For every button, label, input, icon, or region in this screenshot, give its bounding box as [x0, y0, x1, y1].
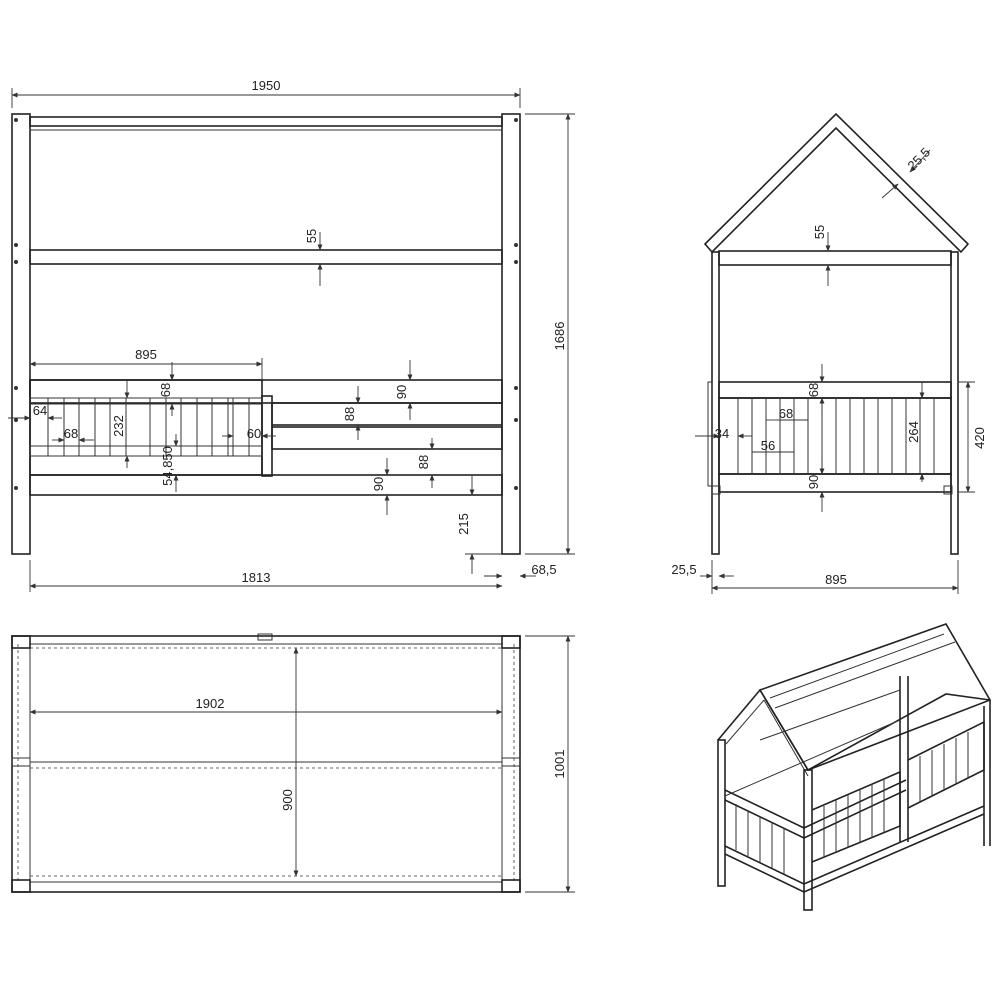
- dim-rail-height-b: 88: [342, 407, 357, 421]
- guard-slats: [47, 397, 250, 457]
- dim-guard-height: 420: [972, 427, 987, 449]
- dim-slat-spacing: 68: [779, 406, 793, 421]
- dim-inner-length: 1813: [242, 570, 271, 585]
- side-slats: [737, 398, 935, 474]
- dim-slat-width: 68: [64, 426, 78, 441]
- dim-roof-thickness: 25,5: [905, 145, 934, 174]
- dim-overall-height: 1686: [552, 322, 567, 351]
- dim-top-overall-width: 1001: [552, 750, 567, 779]
- dim-overall-width: 1950: [252, 78, 281, 93]
- dim-side-slat-gap: 56: [761, 438, 775, 453]
- dim-rail-height-a: 90: [394, 385, 409, 399]
- dim-lower-rail: 90: [371, 477, 386, 491]
- dim-leg-height: 215: [456, 513, 471, 535]
- isometric-view: [717, 623, 992, 911]
- dim-slat-height: 68: [158, 383, 173, 397]
- post-bolts: [14, 118, 518, 490]
- dim-side-overall-width: 895: [825, 572, 847, 587]
- dim-guard-top: 68: [806, 383, 821, 397]
- iso-slats: [735, 732, 969, 874]
- dim-bottom-offset: 54,850: [160, 446, 175, 486]
- dim-top-inner-width: 900: [280, 789, 295, 811]
- dim-rail-gap: 55: [304, 229, 319, 243]
- dim-side-rail-gap: 55: [812, 225, 827, 239]
- dim-leg-width: 68,5: [531, 562, 556, 577]
- corner-posts: [11, 635, 521, 893]
- dim-end-slat-width: 64: [33, 403, 47, 418]
- front-view: 1950 1686 55 895 68 90 88 64 68: [8, 78, 575, 592]
- dim-rail-depth-a: 88: [416, 455, 431, 469]
- dim-guard-length: 895: [135, 347, 157, 362]
- dim-panel-height: 264: [906, 421, 921, 443]
- dim-rail-width: 60: [247, 426, 261, 441]
- dim-side-slat-width: 34: [715, 426, 729, 441]
- side-view: 25,5 55 68 68 34 56 264 420 90: [671, 112, 987, 594]
- dim-side-lower-rail: 90: [806, 475, 821, 489]
- dim-top-inner-length: 1902: [196, 696, 225, 711]
- dim-leg-offset: 25,5: [671, 562, 696, 577]
- dim-slat-gap: 232: [111, 415, 126, 437]
- top-view: 1902 900 1001: [11, 633, 575, 893]
